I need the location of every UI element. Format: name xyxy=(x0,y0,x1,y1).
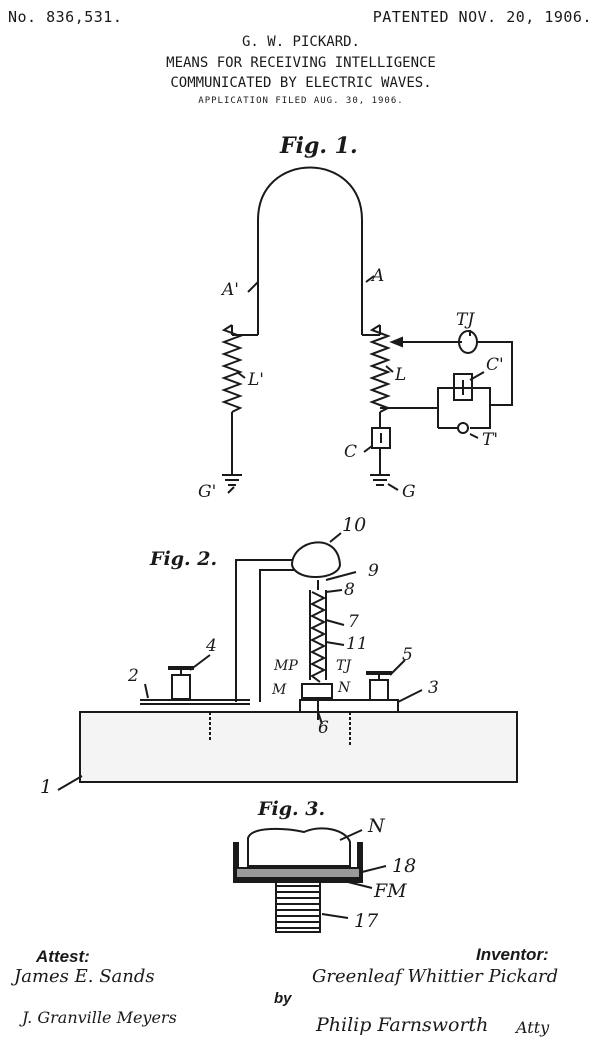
label-l: L xyxy=(395,365,407,385)
label-7: 7 xyxy=(348,612,359,632)
label-11: 11 xyxy=(346,634,368,654)
label-1: 1 xyxy=(40,776,53,798)
inventor-label: Inventor: xyxy=(476,945,549,964)
label-fm: FM xyxy=(374,880,407,902)
label-tj-fig1: TJ xyxy=(456,310,475,330)
witness-signature-1: James E. Sands xyxy=(14,966,155,987)
label-3: 3 xyxy=(428,678,439,698)
label-5: 5 xyxy=(402,645,413,665)
label-2: 2 xyxy=(128,666,139,686)
label-a: A xyxy=(372,266,385,286)
inventor-line: G. W. PICKARD. xyxy=(241,34,360,50)
fig1-label: Fig. 1. xyxy=(280,133,358,159)
patent-number: No. 836,531. xyxy=(8,8,123,26)
title-line-1: MEANS FOR RECEIVING INTELLIGENCE xyxy=(166,55,436,71)
attorney-signature: Philip Farnsworth xyxy=(316,1014,489,1036)
label-9: 9 xyxy=(368,561,379,581)
label-c: C xyxy=(344,442,358,462)
by-label: by xyxy=(274,990,292,1007)
label-n-fig3: N xyxy=(368,815,385,837)
label-g-left: G' xyxy=(198,482,217,502)
label-a-prime: A' xyxy=(222,280,239,300)
label-17: 17 xyxy=(354,910,379,932)
label-tj-fig2: TJ xyxy=(336,658,351,674)
label-l-prime: L' xyxy=(248,370,264,390)
label-4: 4 xyxy=(206,636,217,656)
attorney-suffix: Atty xyxy=(516,1018,550,1037)
label-6: 6 xyxy=(318,718,329,738)
patent-date: PATENTED NOV. 20, 1906. xyxy=(372,8,592,26)
label-m: M xyxy=(272,682,287,698)
inventor-signature: Greenleaf Whittier Pickard xyxy=(312,966,559,987)
attest-label: Attest: xyxy=(36,947,90,966)
label-g-right: G xyxy=(402,482,416,502)
witness-signature-2: J. Granville Meyers xyxy=(22,1008,177,1027)
label-18: 18 xyxy=(392,855,417,877)
filed-line: APPLICATION FILED AUG. 30, 1906. xyxy=(198,96,404,106)
label-mp: MP xyxy=(274,658,298,674)
label-c-prime: C' xyxy=(486,355,504,375)
label-t-prime: T' xyxy=(482,430,499,450)
fig3-label: Fig. 3. xyxy=(258,798,326,820)
fig2-label: Fig. 2. xyxy=(150,548,218,570)
label-8: 8 xyxy=(344,580,355,600)
label-n-fig2: N xyxy=(338,680,351,696)
title-line-2: COMMUNICATED BY ELECTRIC WAVES. xyxy=(170,75,432,91)
label-10: 10 xyxy=(342,514,367,536)
